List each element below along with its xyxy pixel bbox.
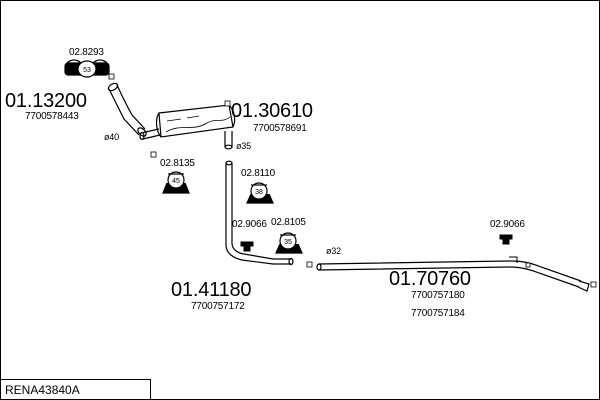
hanger-right — [499, 234, 513, 245]
clamp-icon-53 — [64, 59, 110, 78]
oem-number-front-pipe: 7700578443 — [25, 111, 79, 122]
rear-pipe — [316, 256, 597, 292]
part-number-rear-pipe: 01.70760 — [389, 268, 471, 290]
diameter-label-40: ø40 — [104, 132, 119, 142]
oem-number-rear-pipe-2: 7700757184 — [411, 308, 465, 319]
part-number-middle-silencer: 01.30610 — [231, 100, 313, 122]
clamp-number-35: 02.8105 — [271, 217, 306, 228]
clamp-size-45: 45 — [172, 178, 180, 185]
clamp-number-gasket-top: 02.8293 — [69, 47, 104, 58]
intermediate-pipe — [225, 160, 313, 268]
clamp-icon-45 — [162, 171, 190, 194]
clamp-icon-35 — [275, 232, 303, 254]
diameter-label-35: ø35 — [236, 141, 251, 151]
oem-number-rear-pipe-1: 7700757180 — [411, 290, 465, 301]
clamp-size-35: 35 — [284, 239, 292, 246]
part-number-intermediate-pipe: 01.41180 — [171, 279, 252, 301]
reference-label: RENA43840A — [1, 379, 151, 399]
front-pipe — [107, 73, 147, 137]
clamp-icon-38 — [246, 182, 274, 204]
hanger-number-right: 02.9066 — [490, 219, 525, 230]
hanger-number-left: 02.9066 — [232, 219, 267, 230]
clamp-number-45: 02.8135 — [160, 158, 195, 169]
clamp-size-38: 38 — [255, 189, 263, 196]
clamp-size-53: 53 — [83, 67, 91, 74]
hanger-left — [240, 241, 254, 252]
clamp-number-38: 02.8110 — [241, 168, 276, 179]
oem-number-middle-silencer: 7700578691 — [253, 123, 307, 134]
part-number-front-pipe: 01.13200 — [5, 90, 87, 112]
diameter-label-32: ø32 — [326, 246, 341, 256]
oem-number-intermediate-pipe: 7700757172 — [191, 301, 245, 312]
middle-silencer — [139, 100, 236, 158]
